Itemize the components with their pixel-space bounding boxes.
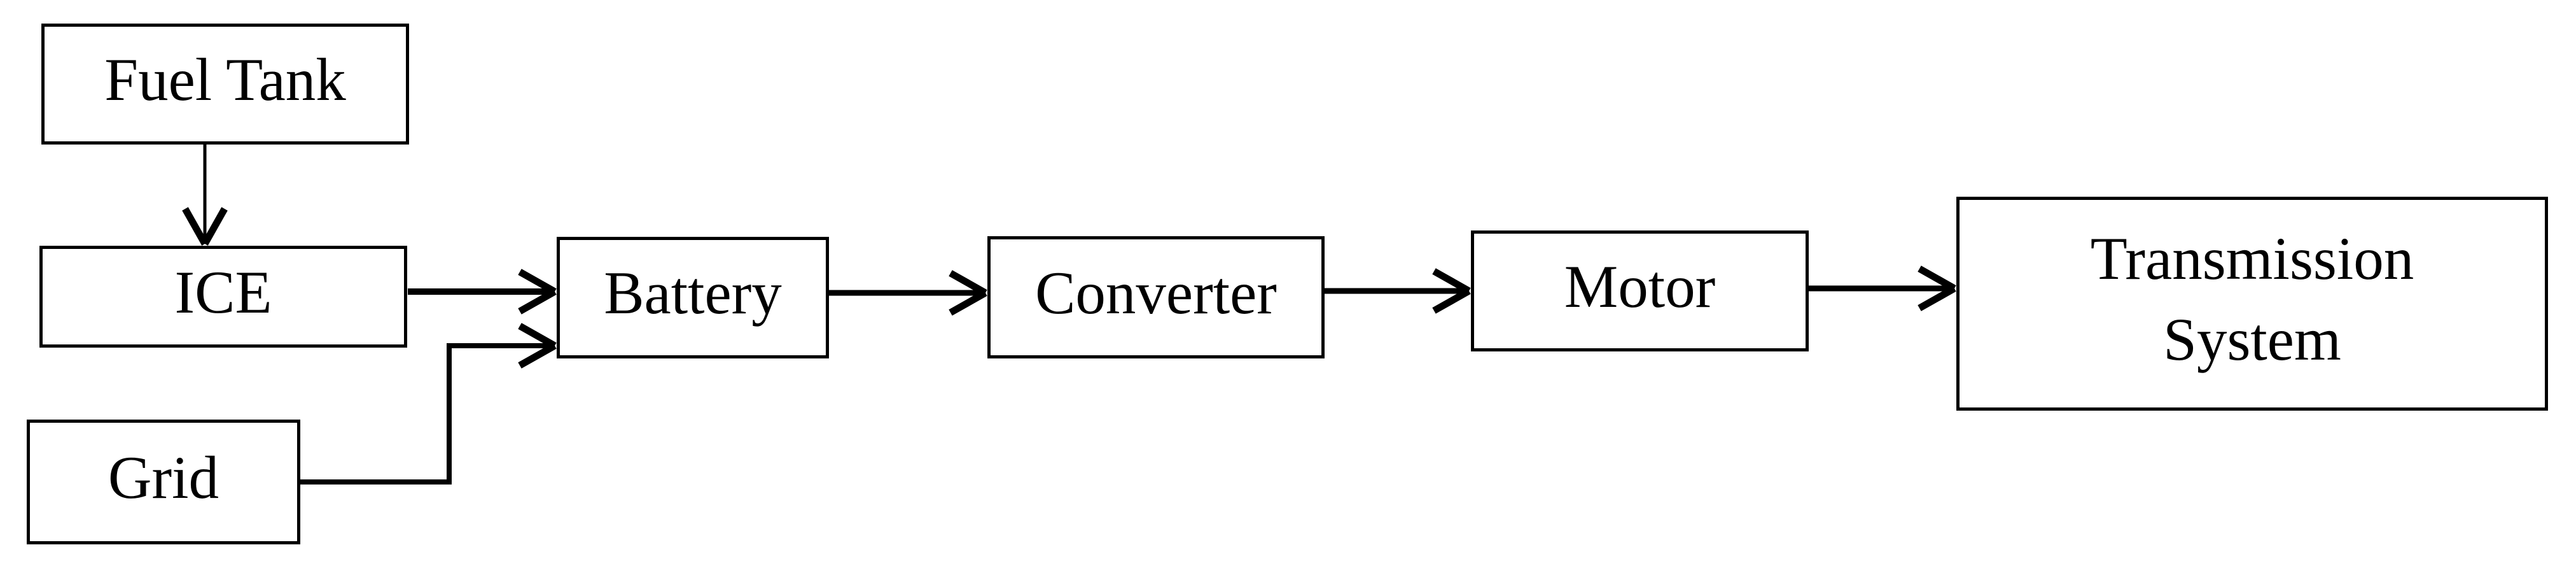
- node-label: ICE: [174, 258, 272, 326]
- node-label: Grid: [108, 443, 219, 511]
- arrowhead-right-icon: [518, 288, 557, 315]
- arrowhead-right-icon: [1432, 268, 1471, 294]
- arrowhead-right-icon: [949, 270, 987, 296]
- edge-grid-to-battery: [299, 343, 555, 485]
- node-label: Transmission: [2090, 225, 2414, 292]
- arrowhead-down-icon: [202, 207, 228, 246]
- arrowhead-right-icon: [949, 290, 987, 316]
- arrowhead-right-icon: [518, 323, 557, 349]
- node-label: Fuel Tank: [104, 45, 346, 113]
- arrowhead-right-icon: [518, 343, 557, 369]
- arrowhead-right-icon: [1432, 288, 1471, 314]
- arrowhead-right-icon: [518, 269, 557, 295]
- node-fuel-tank: Fuel Tank: [41, 24, 409, 145]
- node-label: System: [2163, 306, 2341, 373]
- arrowhead-down-icon: [182, 207, 208, 246]
- node-battery: Battery: [557, 237, 829, 358]
- node-label: Battery: [604, 259, 782, 327]
- node-ice: ICE: [39, 246, 407, 348]
- arrowhead-right-icon: [1918, 265, 1956, 292]
- node-grid: Grid: [27, 420, 300, 544]
- node-motor: Motor: [1471, 230, 1809, 351]
- arrowhead-right-icon: [1918, 285, 1956, 311]
- node-converter: Converter: [987, 236, 1325, 358]
- node-label: Motor: [1564, 252, 1716, 320]
- node-label: Converter: [1035, 258, 1277, 327]
